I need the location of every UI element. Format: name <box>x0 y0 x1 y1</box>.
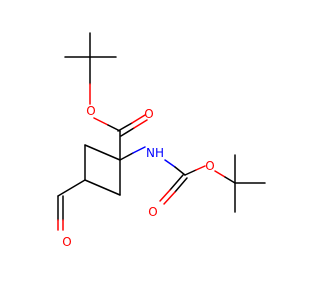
bond <box>174 166 186 176</box>
bond <box>131 114 146 124</box>
bond <box>174 177 188 193</box>
ester-carbonyl-oxygen-label: O <box>144 107 153 121</box>
aldehyde-oxygen-label: O <box>62 235 71 249</box>
bond <box>169 174 184 191</box>
bond <box>184 169 197 176</box>
bond <box>195 165 206 171</box>
bond <box>132 146 146 154</box>
bond <box>117 122 133 132</box>
bond <box>93 117 109 126</box>
bond <box>84 144 121 161</box>
amine-nh-label: NH <box>146 146 164 160</box>
ester-oxygen-label: O <box>86 104 95 118</box>
molecule-drawing: O O NH O O O <box>57 32 266 249</box>
bond <box>163 191 176 205</box>
bond <box>120 127 135 137</box>
carbamate-ether-oxygen-label: O <box>205 159 214 173</box>
bond <box>159 189 171 202</box>
bond <box>214 170 226 178</box>
bond <box>224 176 236 184</box>
carbamate-carbonyl-oxygen-label: O <box>148 205 157 219</box>
bond <box>57 179 86 197</box>
bond <box>107 124 121 132</box>
bond <box>119 152 134 161</box>
structure-canvas: O O NH O O O <box>57 32 266 249</box>
bond <box>133 119 148 129</box>
bond <box>84 179 121 196</box>
bond <box>164 159 176 168</box>
